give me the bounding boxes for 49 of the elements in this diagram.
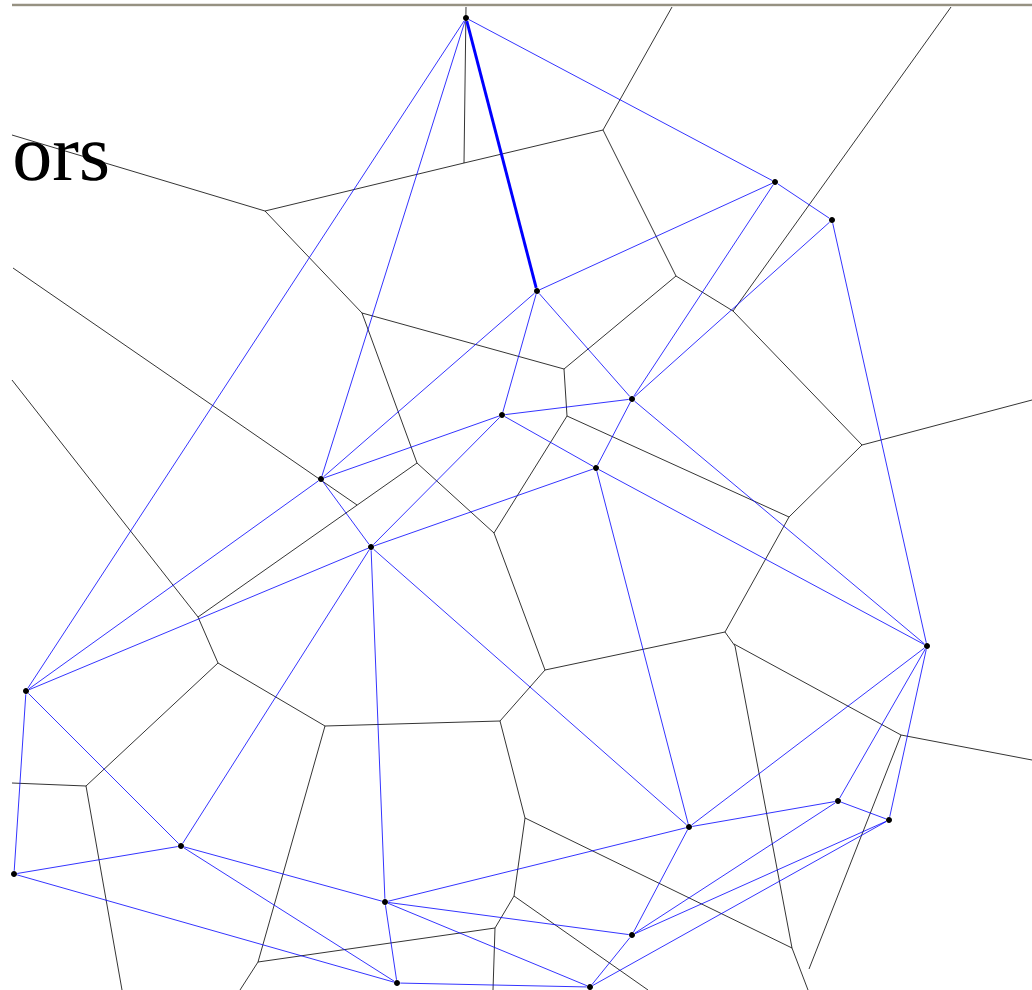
delaunay-edge	[16, 846, 179, 874]
delaunay-edge	[591, 937, 631, 985]
delaunay-edge	[539, 182, 773, 291]
delaunay-edge	[322, 481, 370, 545]
delaunay-edge	[468, 19, 773, 181]
delaunay-edge	[13, 693, 27, 872]
delaunay-edge	[321, 20, 466, 477]
delaunay-edge	[182, 549, 370, 844]
delaunay-edge	[538, 293, 631, 397]
delaunay-edge	[832, 222, 927, 644]
heading-text: ors	[15, 142, 108, 181]
delaunay-edge	[691, 801, 836, 827]
delaunay-edge	[27, 20, 465, 689]
delaunay-edge	[691, 647, 925, 826]
delaunay-edge	[777, 183, 830, 219]
delaunay-edge	[385, 904, 397, 981]
delaunay-edge	[399, 982, 588, 988]
delaunay-edge	[323, 415, 500, 479]
delaunay-edge	[598, 469, 925, 645]
delaunay-edge	[370, 549, 386, 900]
delaunay-edge	[28, 480, 319, 690]
delaunay-edge	[387, 902, 630, 935]
delaunay-edge	[502, 293, 537, 413]
delaunay-edge	[597, 401, 631, 466]
delaunay-edge	[633, 184, 774, 397]
delaunay-edge	[634, 820, 887, 935]
delaunay-edge	[183, 847, 395, 982]
delaunay-edge	[634, 221, 830, 398]
delaunay-edge	[889, 648, 927, 818]
delaunay-edge	[465, 20, 538, 289]
delaunay-edge	[504, 416, 594, 467]
delaunay-edge	[373, 468, 594, 547]
delaunay-edge	[592, 821, 887, 986]
delaunay-edge	[387, 902, 588, 987]
delaunay-edge	[633, 829, 688, 933]
delaunay-edge	[840, 801, 887, 820]
delaunay-edge	[634, 400, 925, 645]
delaunay-edge	[839, 648, 926, 799]
delaunay-edge	[183, 846, 383, 902]
delaunay-edge	[16, 874, 395, 983]
delaunay-edge	[387, 827, 687, 902]
delaunay-edge	[27, 692, 180, 845]
delaunay-edge	[634, 802, 836, 934]
delaunay-edge	[372, 416, 501, 546]
delaunay-edge	[28, 547, 369, 691]
delaunay-edge	[596, 470, 689, 825]
delaunay-edge	[504, 399, 630, 415]
delaunay-edge	[373, 548, 687, 826]
delaunay-edge	[323, 292, 535, 478]
